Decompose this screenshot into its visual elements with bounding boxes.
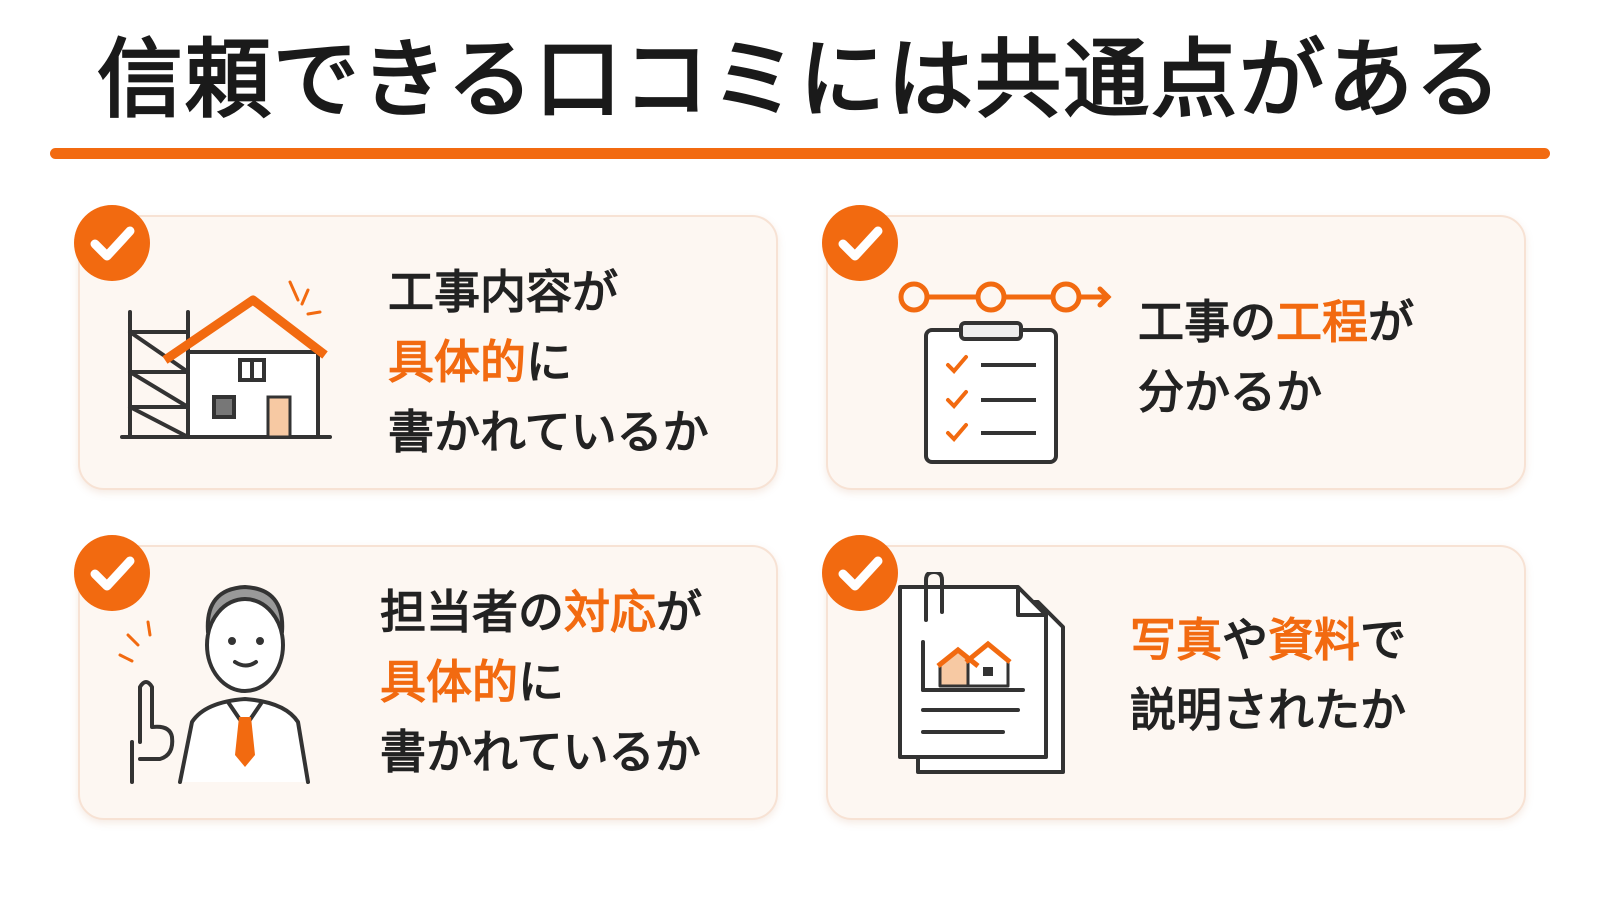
text-segment: に xyxy=(518,655,564,709)
checkmark-icon xyxy=(822,205,898,281)
checkmark-icon xyxy=(822,535,898,611)
highlight-text: 具体的 xyxy=(380,655,518,709)
card-text: 写真や資料で説明されたか xyxy=(1130,605,1406,745)
card-text: 工事の工程が分かるか xyxy=(1138,287,1414,427)
clipboard-checklist-icon xyxy=(896,265,1121,479)
card-text-line: 説明されたか xyxy=(1130,675,1406,745)
text-segment: 分かるか xyxy=(1138,365,1322,419)
highlight-text: 工程 xyxy=(1276,295,1368,349)
text-segment: 工事の xyxy=(1138,295,1276,349)
text-segment: 書かれているか xyxy=(388,405,709,459)
card-text-line: 具体的に xyxy=(380,647,702,717)
checkmark-icon xyxy=(74,535,150,611)
text-segment: で xyxy=(1360,613,1406,667)
card-text: 工事内容が具体的に書かれているか xyxy=(388,257,709,467)
checkmark-icon xyxy=(74,205,150,281)
highlight-text: 具体的 xyxy=(388,335,526,389)
card-text-line: 具体的に xyxy=(388,327,709,397)
person-pointing-icon xyxy=(110,577,340,791)
highlight-text: 対応 xyxy=(564,585,656,639)
card-text: 担当者の対応が具体的に書かれているか xyxy=(380,577,702,787)
card-work-details: 工事内容が具体的に書かれているか xyxy=(74,205,778,490)
highlight-text: 写真 xyxy=(1130,613,1222,667)
text-segment: が xyxy=(656,585,702,639)
card-photos-documents: 写真や資料で説明されたか xyxy=(822,535,1526,820)
card-text-line: 工事の工程が xyxy=(1138,287,1414,357)
text-segment: が xyxy=(1368,295,1414,349)
house-scaffold-icon xyxy=(120,272,340,456)
title-underline xyxy=(50,148,1550,159)
text-segment: や xyxy=(1222,613,1268,667)
text-segment: 書かれているか xyxy=(380,725,701,779)
text-segment: 工事内容が xyxy=(388,265,618,319)
highlight-text: 資料 xyxy=(1268,613,1360,667)
card-text-line: 工事内容が xyxy=(388,257,709,327)
card-staff-response: 担当者の対応が具体的に書かれているか xyxy=(74,535,778,820)
document-photo-icon xyxy=(888,569,1078,781)
card-text-line: 写真や資料で xyxy=(1130,605,1406,675)
card-text-line: 書かれているか xyxy=(388,397,709,467)
card-text-line: 書かれているか xyxy=(380,717,702,787)
text-segment: 担当者の xyxy=(380,585,564,639)
page-title: 信頼できる口コミには共通点がある xyxy=(96,30,1504,130)
card-process: 工事の工程が分かるか xyxy=(822,205,1526,490)
text-segment: に xyxy=(526,335,572,389)
text-segment: 説明されたか xyxy=(1130,683,1406,737)
card-text-line: 分かるか xyxy=(1138,357,1414,427)
card-text-line: 担当者の対応が xyxy=(380,577,702,647)
